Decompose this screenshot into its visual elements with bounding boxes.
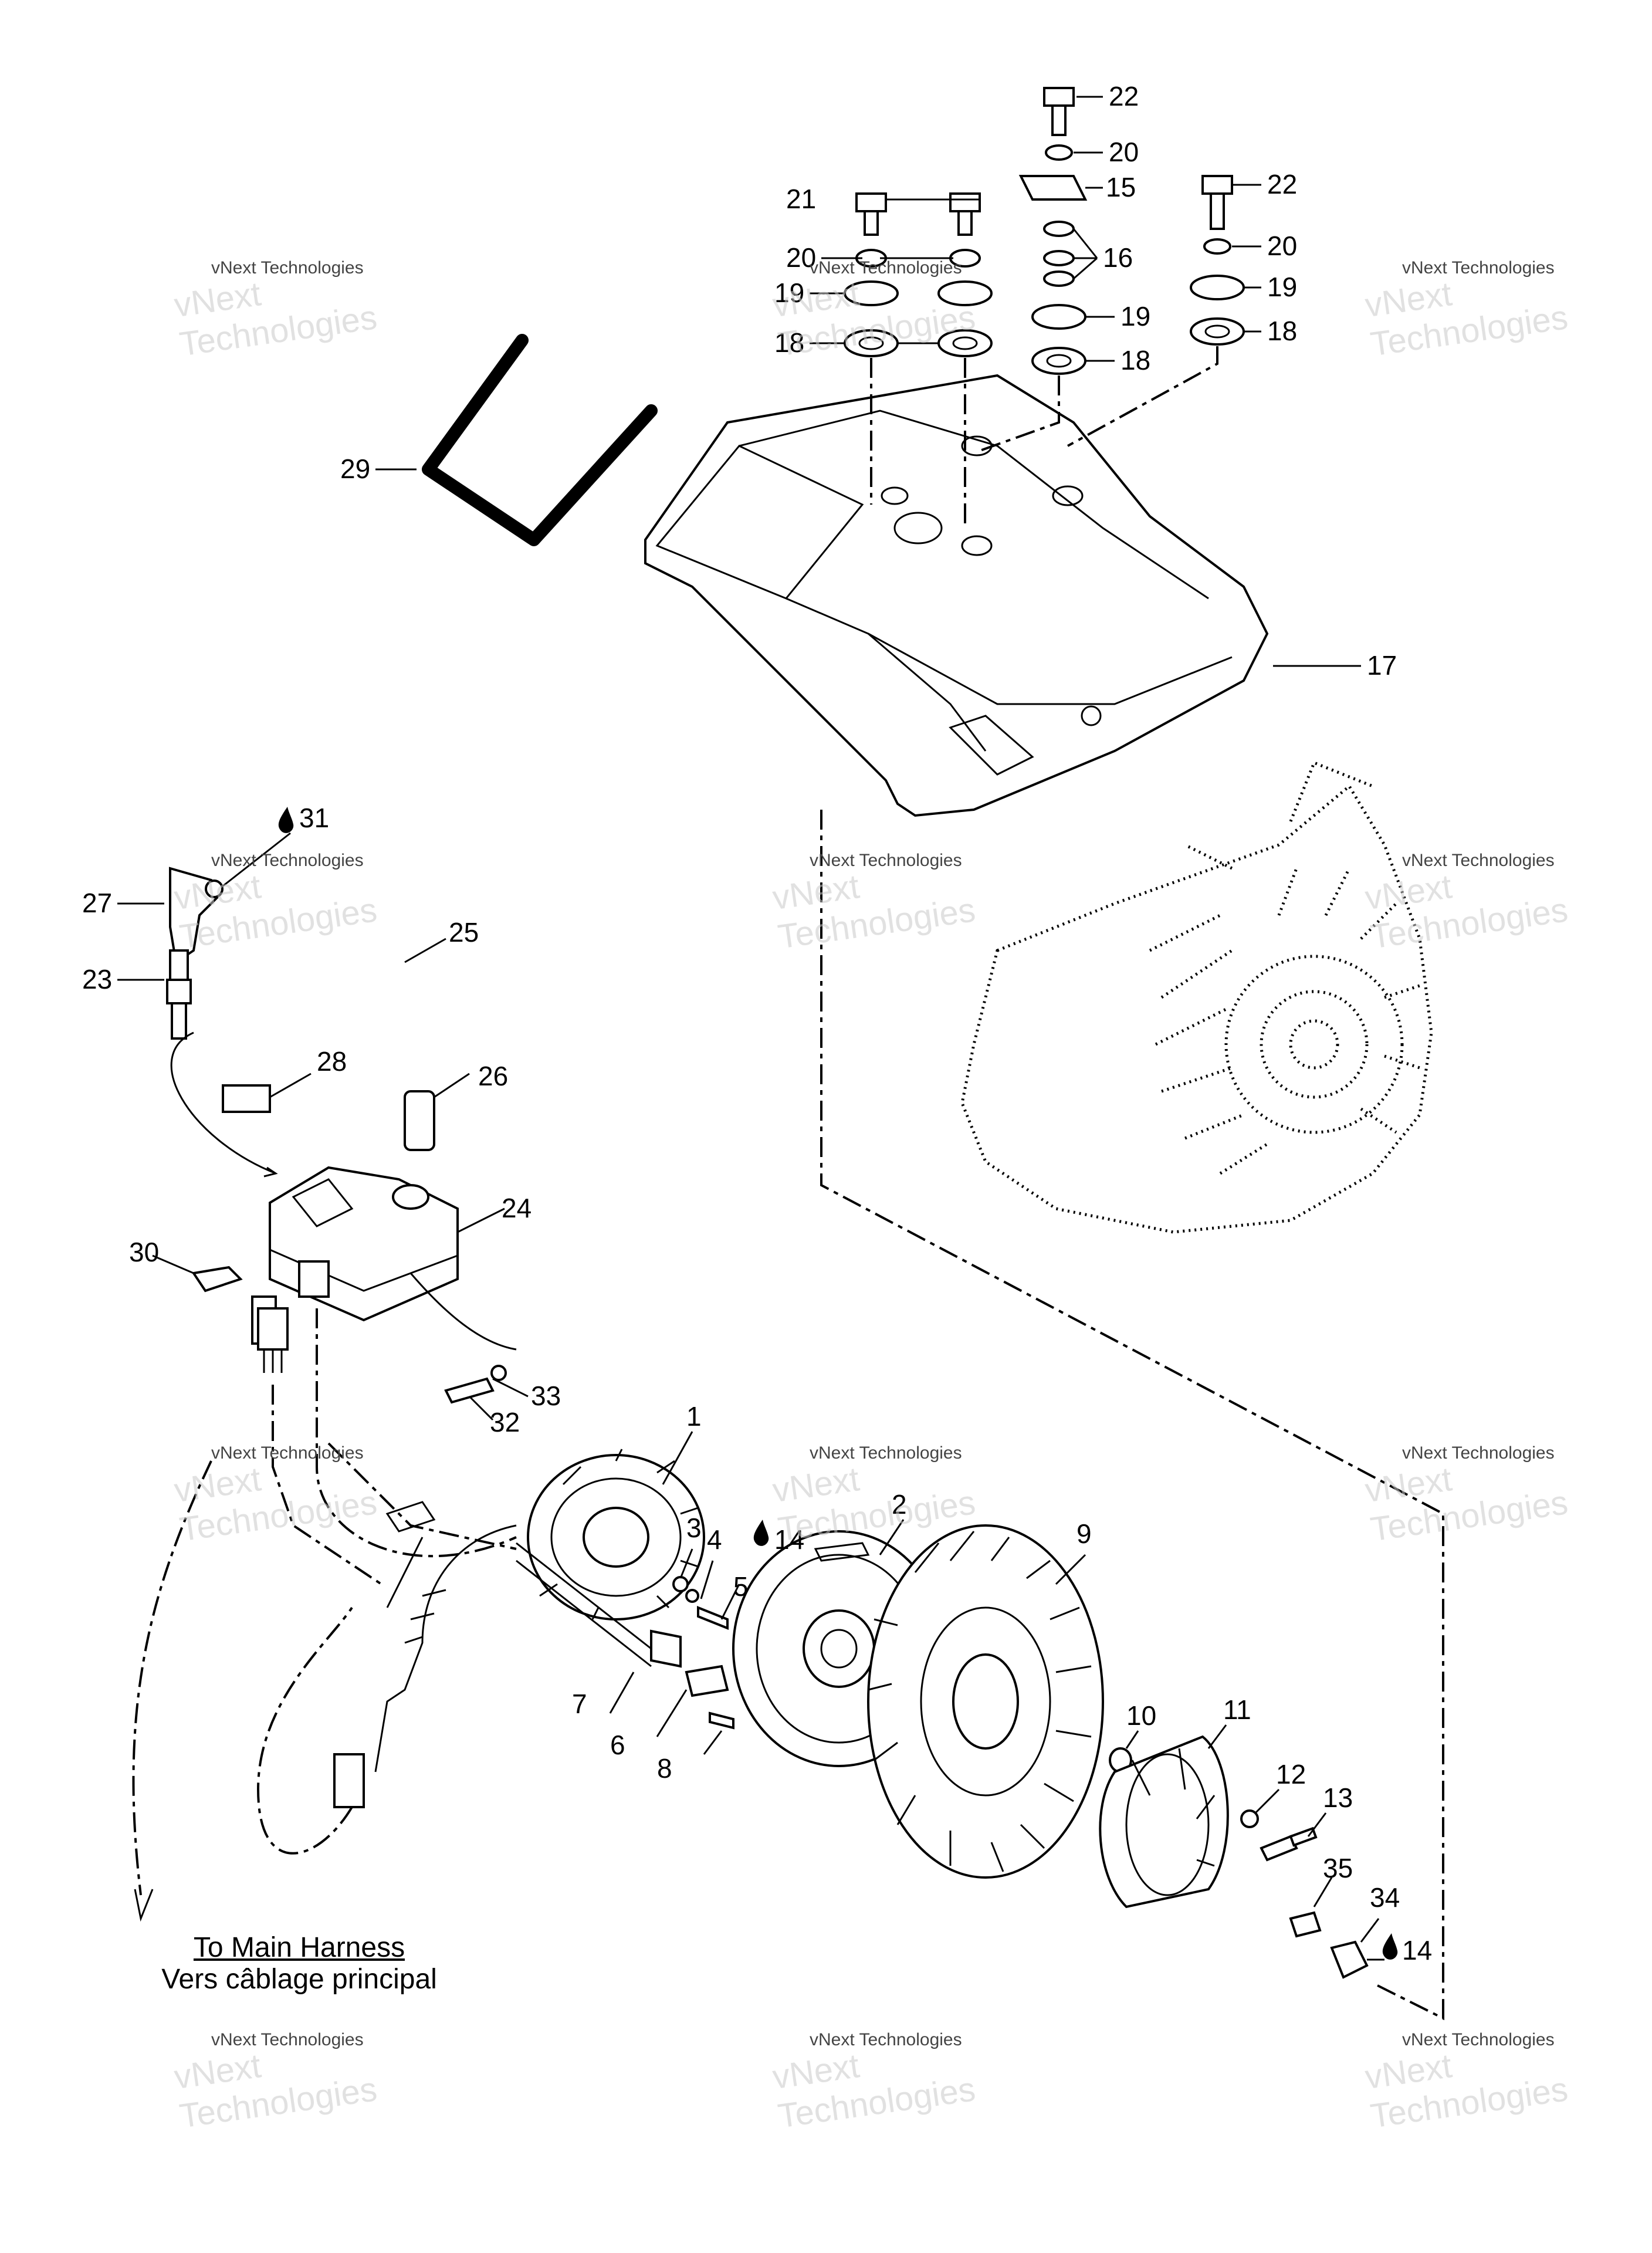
callout-30: 30: [129, 1237, 159, 1267]
callout-1: 1: [686, 1401, 702, 1432]
callout-17: 17: [1367, 650, 1397, 681]
callout-7: 7: [572, 1689, 587, 1719]
callout-31: 31: [299, 803, 329, 833]
callout-21: 21: [786, 184, 816, 214]
callout-26: 26: [478, 1061, 508, 1091]
recoil-starter-housing: [960, 760, 1433, 1234]
ignition-coil: [251, 1166, 517, 1351]
callout-35: 35: [1323, 1853, 1353, 1883]
callout-22a: 22: [1109, 81, 1139, 111]
callout-32: 32: [490, 1407, 520, 1437]
callout-34: 34: [1370, 1882, 1400, 1913]
callout-8: 8: [657, 1753, 672, 1784]
wire-terminal-cap: [404, 1073, 470, 1151]
callout-24: 24: [502, 1193, 532, 1223]
callout-28: 28: [317, 1046, 347, 1077]
callout-labels: 1 2 3 4 5 6 7 8 9 10 11 12 13 14 14 15 1…: [82, 81, 1432, 1966]
callout-2: 2: [892, 1489, 907, 1520]
coil-screw: [152, 1254, 243, 1293]
callout-6: 6: [610, 1730, 625, 1760]
callout-18c: 18: [1267, 316, 1297, 346]
stator-screws: [672, 1548, 740, 1755]
rubber-seal: [422, 334, 658, 546]
stator: [527, 1431, 705, 1621]
callout-25: 25: [449, 917, 479, 948]
callout-18b: 18: [1120, 345, 1150, 376]
callout-33: 33: [531, 1381, 561, 1411]
callout-9: 9: [1076, 1518, 1092, 1549]
trigger-coil: [516, 1542, 729, 1737]
drop-icon: [1382, 1933, 1398, 1960]
callout-4: 4: [707, 1524, 722, 1555]
housing-boundary: [820, 810, 1444, 2021]
callout-20a: 20: [786, 242, 816, 273]
callout-18a: 18: [774, 327, 804, 358]
callout-23: 23: [82, 964, 112, 994]
decal: [170, 1031, 312, 1178]
callout-20c: 20: [1267, 231, 1297, 261]
harness: [132, 1307, 517, 1922]
ground-screw-washer: [444, 1365, 529, 1421]
callout-5: 5: [733, 1571, 749, 1602]
callout-27: 27: [82, 888, 112, 918]
drop-icon: [753, 1520, 769, 1546]
callout-20b: 20: [1109, 137, 1139, 167]
high-tension-wire: [239, 891, 446, 1056]
callout-19c: 19: [1267, 272, 1297, 302]
harness-note-en: To Main Harness: [193, 1932, 405, 1963]
fan-cover: [644, 374, 1361, 817]
harness-note-fr: Vers câblage principal: [161, 1964, 437, 1995]
drop-icon: [278, 807, 294, 833]
flywheel-hardware: [1240, 1788, 1384, 1979]
fan: [867, 1524, 1104, 1879]
callout-3: 3: [686, 1513, 702, 1543]
callout-14c: 14: [1402, 1935, 1432, 1966]
callout-10: 10: [1126, 1700, 1156, 1731]
callout-16: 16: [1103, 242, 1133, 273]
callout-19a: 19: [774, 278, 804, 308]
callout-13: 13: [1323, 1782, 1353, 1813]
callout-11: 11: [1223, 1694, 1251, 1725]
starter-pulley: [1099, 1724, 1229, 1909]
callout-15: 15: [1106, 172, 1136, 202]
callout-12: 12: [1276, 1759, 1306, 1789]
spark-plug: [117, 949, 192, 1040]
callout-14b: 14: [774, 1524, 804, 1555]
callout-22b: 22: [1267, 169, 1297, 199]
callout-29: 29: [340, 454, 370, 484]
callout-19b: 19: [1120, 301, 1150, 331]
spark-plug-boot: [117, 867, 224, 965]
cover-fasteners: [810, 87, 1261, 528]
